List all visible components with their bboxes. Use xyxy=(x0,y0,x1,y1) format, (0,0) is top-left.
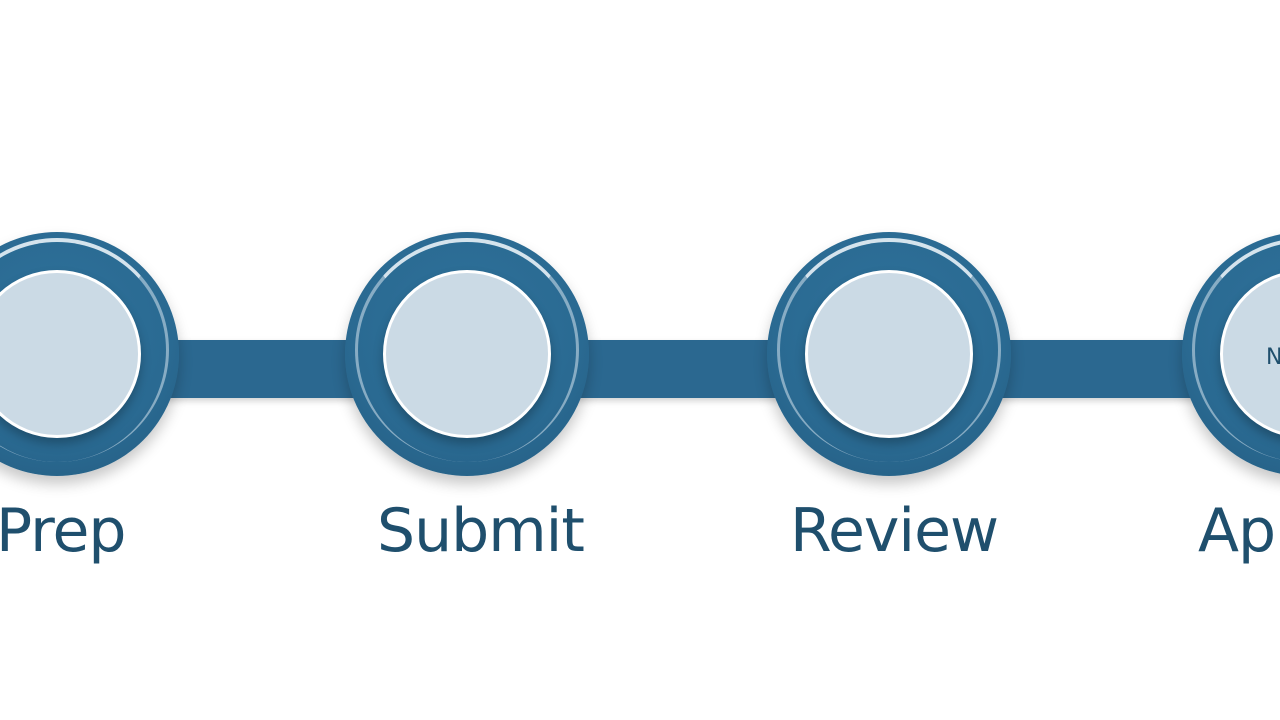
step-node-submit xyxy=(345,232,589,476)
step-node-face-text: N xyxy=(1266,345,1280,370)
step-node-face xyxy=(383,270,551,438)
step-node-app xyxy=(1182,232,1280,476)
step-node-rim xyxy=(777,238,1001,462)
step-node-face xyxy=(805,270,973,438)
step-node-review xyxy=(767,232,1011,476)
step-label-app: App xyxy=(1198,496,1280,566)
step-label-review: Review xyxy=(790,496,999,566)
step-node-rim xyxy=(355,238,579,462)
step-label-submit: Submit xyxy=(377,496,585,566)
step-node-prep xyxy=(0,232,179,476)
step-node-face xyxy=(0,270,141,438)
step-label-prep: Prep xyxy=(0,496,126,566)
process-connector-bar xyxy=(0,340,1280,398)
